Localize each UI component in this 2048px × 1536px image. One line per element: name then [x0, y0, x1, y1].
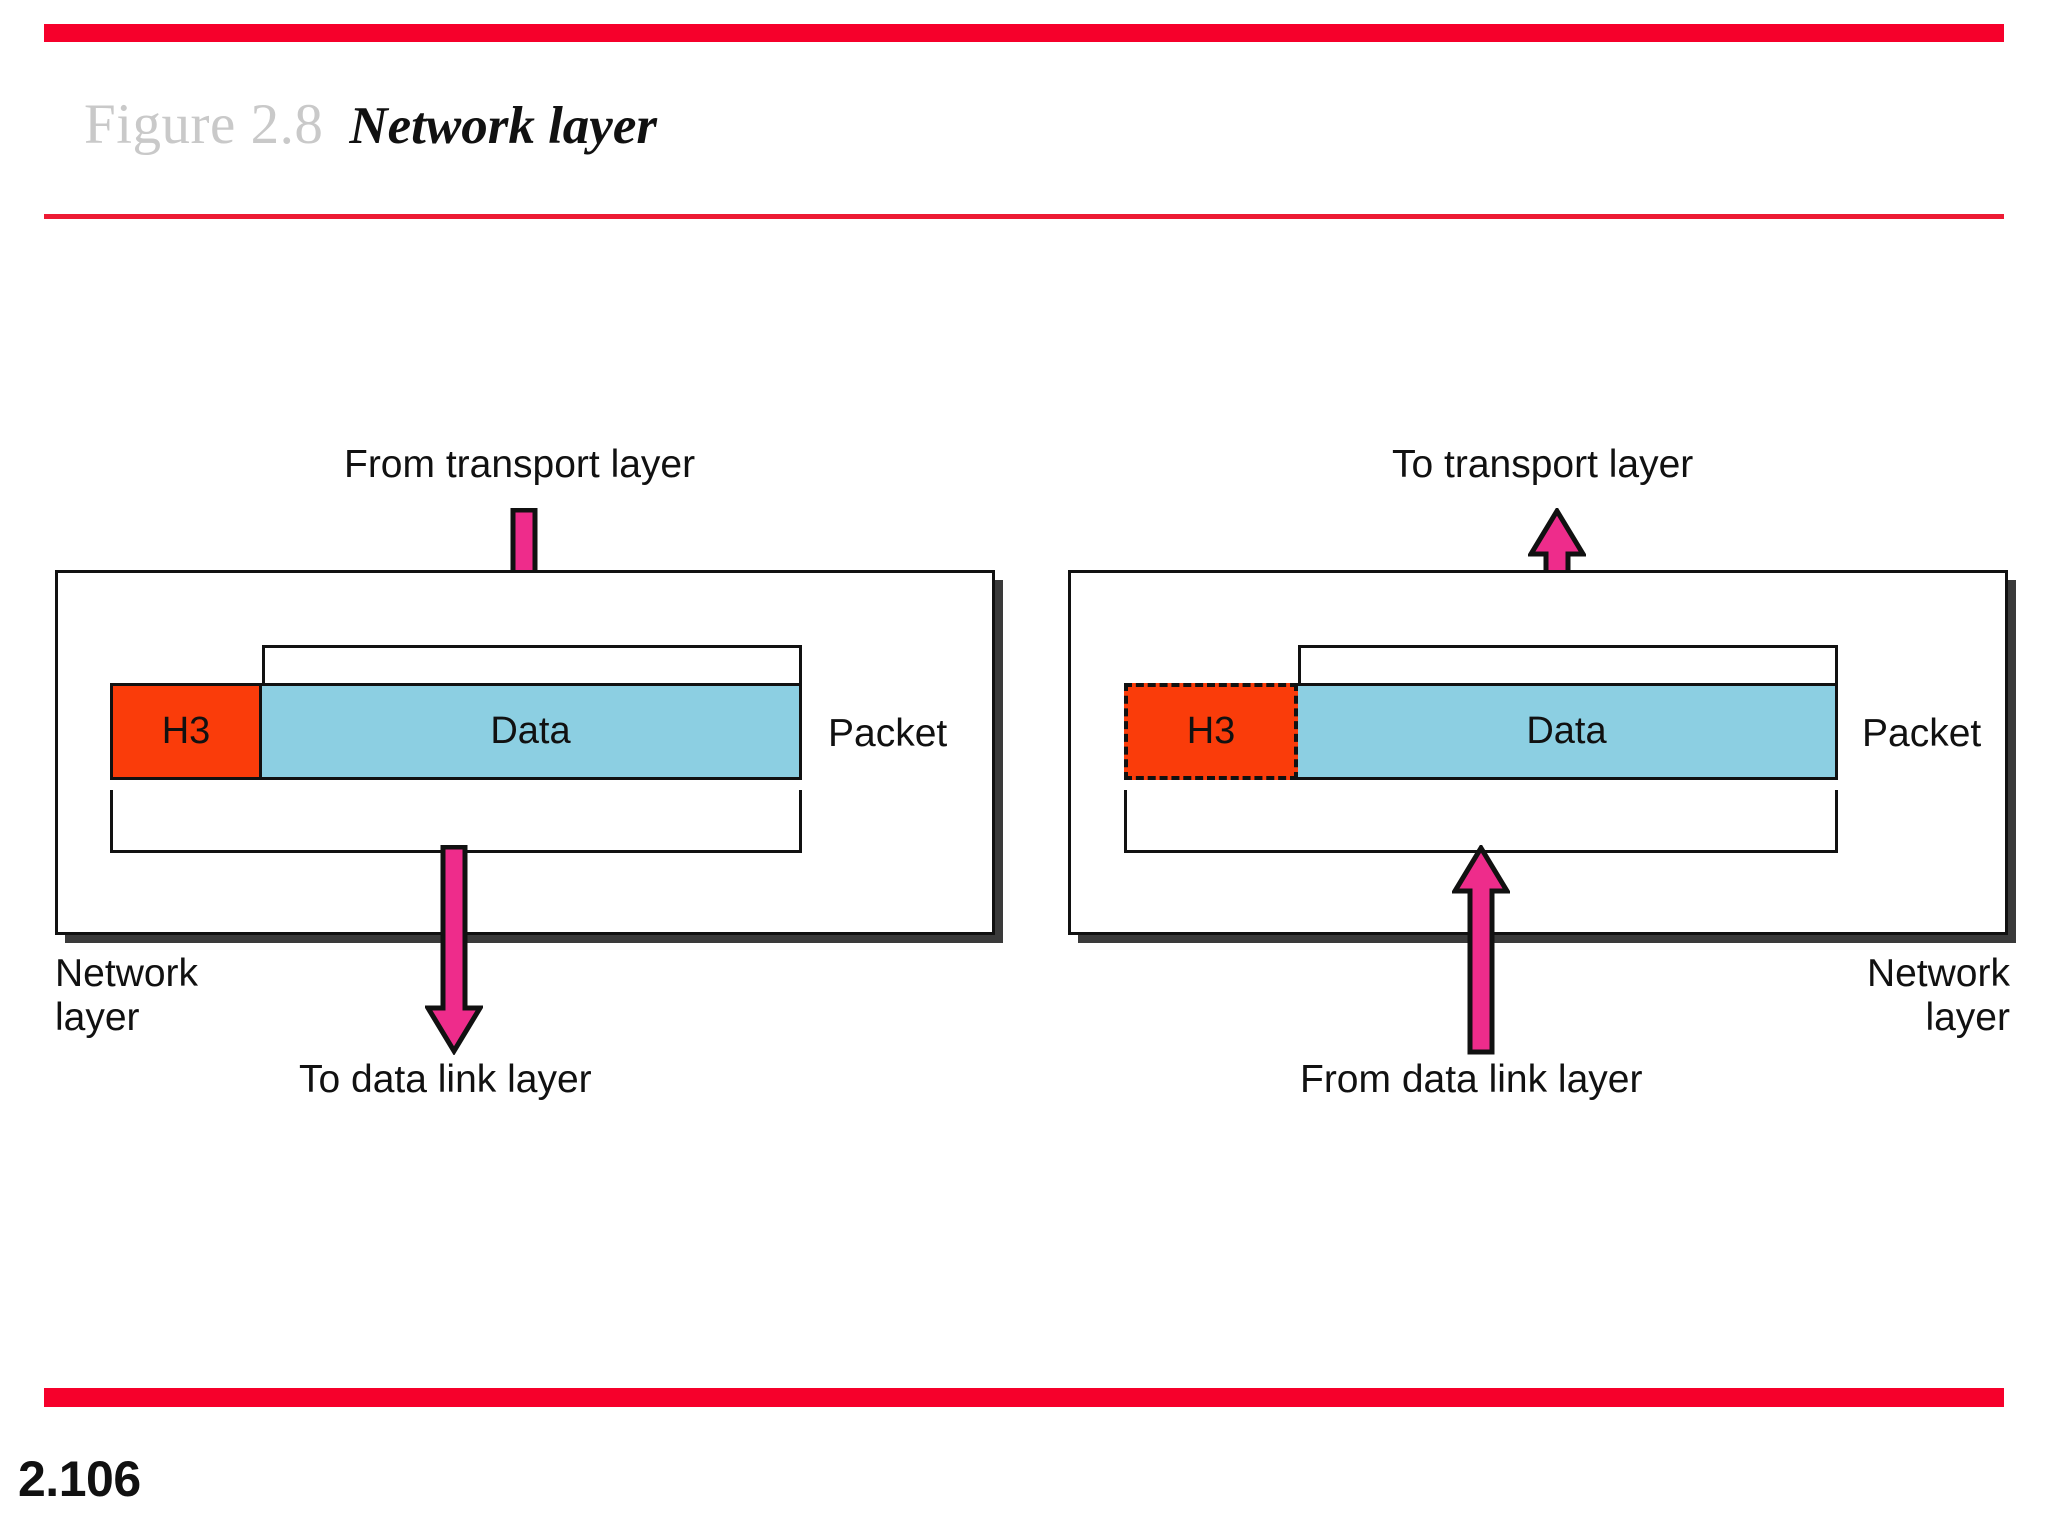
data-scope-bracket-receiving — [1298, 645, 1838, 702]
to-data-link-layer-arrow — [425, 845, 483, 1055]
packet-header-cell-h3: H3 — [110, 683, 262, 780]
packet-scope-bracket-sending — [110, 790, 802, 853]
network-layer-caption-line2: layer — [55, 995, 140, 1039]
packet-data-cell: Data — [1298, 683, 1838, 780]
figure-number: Figure 2.8 — [84, 93, 324, 156]
packet-side-label-receiving: Packet — [1862, 712, 1982, 755]
network-layer-caption-receiving: Network layer — [1748, 952, 2010, 1039]
top-red-rule — [44, 24, 2004, 42]
to-transport-layer-label: To transport layer — [1392, 443, 1694, 486]
page-title: Network layer — [349, 97, 657, 155]
from-data-link-layer-label: From data link layer — [1300, 1058, 1643, 1101]
slide-number: 2.106 — [18, 1451, 141, 1507]
bottom-red-rule — [44, 1388, 2004, 1407]
network-layer-caption-sending: Network layer — [55, 952, 315, 1039]
packet-side-label-sending: Packet — [828, 712, 948, 755]
packet-scope-bracket-receiving — [1124, 790, 1838, 853]
network-layer-caption-line1: Network — [1866, 952, 2010, 995]
from-data-link-layer-arrow — [1452, 845, 1510, 1055]
packet-header-cell-h3-dashed: H3 — [1124, 683, 1298, 780]
packet-bar-sending: H3 Data — [110, 683, 802, 780]
network-layer-caption-line1: Network — [55, 952, 199, 995]
title-underline-rule — [44, 214, 2004, 219]
packet-bar-receiving: H3 Data — [1124, 683, 1838, 780]
from-transport-layer-label: From transport layer — [344, 443, 696, 486]
data-scope-bracket-sending — [262, 645, 802, 702]
network-layer-caption-line2: layer — [1925, 995, 2010, 1039]
packet-data-cell: Data — [262, 683, 802, 780]
figure-title-block: Figure 2.8 Network layer — [84, 92, 657, 157]
to-data-link-layer-label: To data link layer — [299, 1058, 592, 1101]
